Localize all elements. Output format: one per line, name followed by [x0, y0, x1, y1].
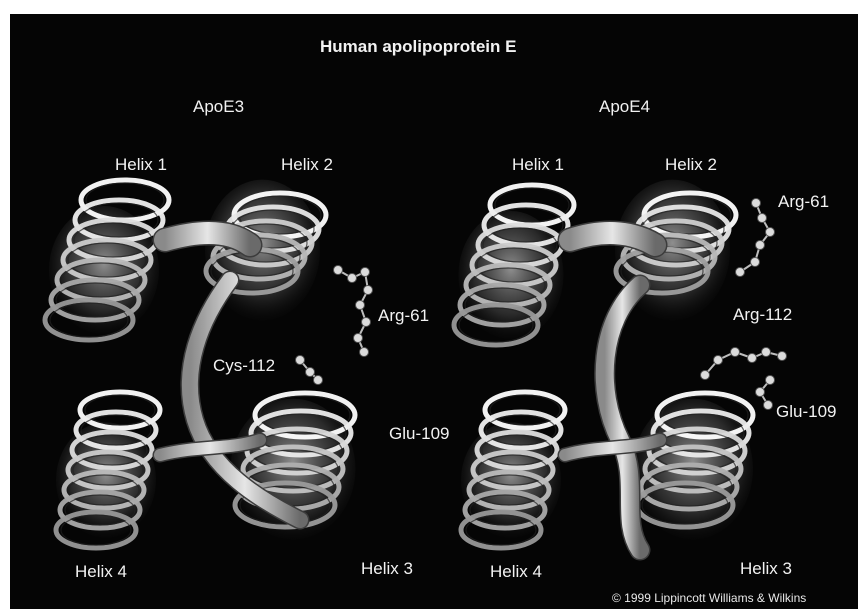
apoe4-arg112-label: Arg-112: [733, 306, 792, 323]
apoe4-helix3: [633, 393, 753, 539]
apoe4-arg112-sidechain: [701, 348, 787, 380]
apoe3-label: ApoE3: [193, 98, 244, 115]
apoe4-label: ApoE4: [599, 98, 650, 115]
apoe4-helix3-label: Helix 3: [740, 560, 792, 577]
apoe4-glu109-label: Glu-109: [776, 403, 836, 420]
apoe3-arg61-sidechain: [334, 266, 373, 357]
apoe4-helix4-label: Helix 4: [490, 563, 542, 580]
apoe3-arg61-label: Arg-61: [378, 307, 429, 324]
apoe3-glu109-label: Glu-109: [389, 425, 449, 442]
apoe4-helix1: [454, 185, 574, 345]
figure-title: Human apolipoprotein E: [320, 38, 516, 55]
apoe4-helix1-label: Helix 1: [512, 156, 564, 173]
apoe4-glu109-sidechain: [756, 376, 775, 410]
apoe3-cys112-sidechain: [296, 356, 323, 385]
apoe4-loop-top: [570, 233, 655, 245]
apoe3-helix4: [56, 392, 160, 548]
apoe4-arg61-sidechain: [736, 199, 775, 277]
apoe3-cys112-label: Cys-112: [213, 357, 275, 374]
apoe3-helix3-label: Helix 3: [361, 560, 413, 577]
apoe4-helix4: [461, 392, 565, 548]
apoe3-helix4-label: Helix 4: [75, 563, 127, 580]
copyright: © 1999 Lippincott Williams & Wilkins: [612, 592, 806, 604]
apoe4-helix2-label: Helix 2: [665, 156, 717, 173]
apoe3-helix1-label: Helix 1: [115, 156, 167, 173]
apoe3-helix1: [45, 180, 169, 340]
apoe3-helix2-label: Helix 2: [281, 156, 333, 173]
apoe4-arg61-label: Arg-61: [778, 193, 829, 210]
apoe3-loop-top: [165, 233, 250, 245]
apoe4-loop-cross: [605, 285, 640, 550]
